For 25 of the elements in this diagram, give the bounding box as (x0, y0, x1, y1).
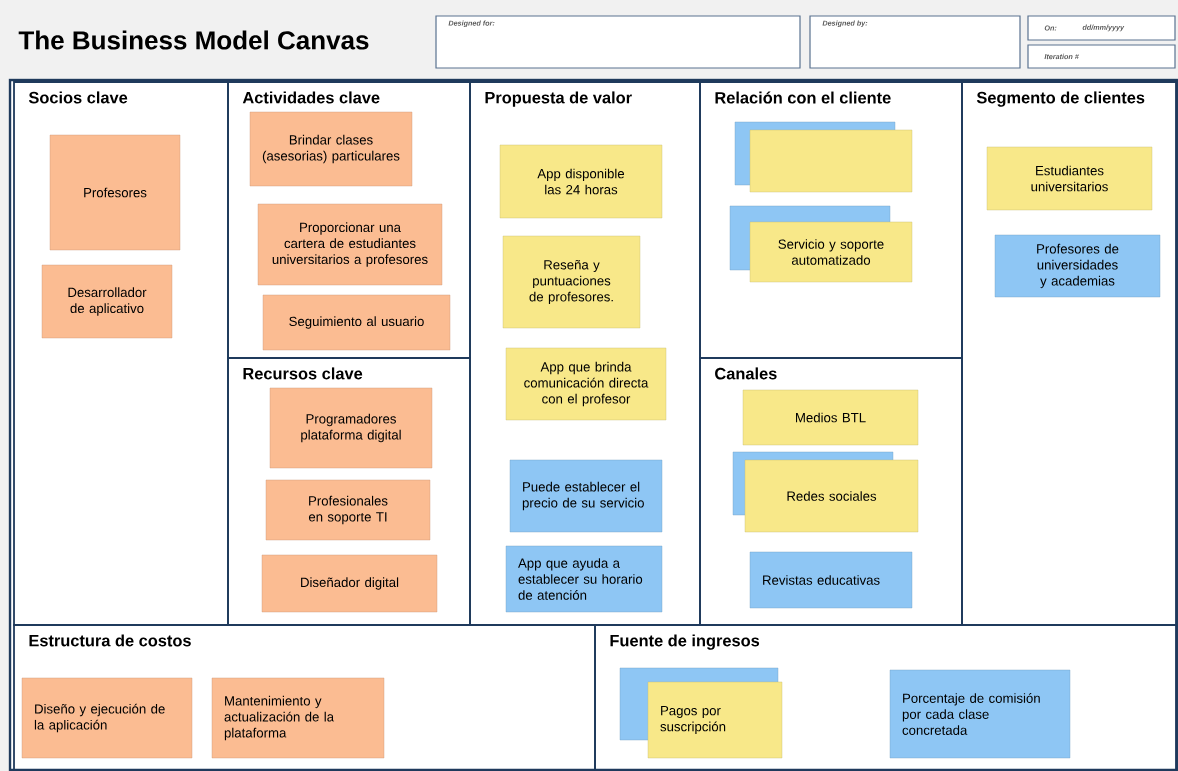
sticky-note: Estudiantes universitarios (986, 146, 1153, 211)
sticky-note: Revistas educativas (749, 551, 913, 609)
sticky-note: Proporcionar una cartera de estudiantes universitarios a profesores (257, 203, 443, 286)
sticky-note: Profesores (49, 134, 181, 251)
sticky-note: App disponible las 24 horas (499, 144, 663, 219)
sticky-note: Brindar clases (asesorias) particulares (249, 111, 413, 187)
sticky-note: Programadores plataforma digital (269, 387, 433, 469)
sticky-note: Mantenimiento y actualización de la plataforma (211, 677, 385, 759)
sticky-note: App que brinda comunicación directa con el profesor (505, 347, 667, 421)
sticky-note (734, 121, 913, 193)
sticky-note: Seguimiento al usuario (262, 294, 451, 351)
sticky-note: App que ayuda a establecer su horario de atención (505, 545, 663, 613)
sticky-note: Desarrollador de aplicativo (41, 264, 173, 339)
sticky-note: Reseña y puntuaciones de profesores. (502, 235, 641, 329)
sticky-note: Servicio y soporte automatizado (729, 205, 913, 283)
sticky-note: Medios BTL (742, 389, 919, 446)
sticky-note: Diseñador digital (261, 554, 438, 613)
sticky-note: Porcentaje de comisión por cada clase concretada (889, 669, 1071, 759)
sticky-note: Puede establecer el precio de su servicio (509, 459, 663, 533)
sticky-note: Pagos por suscripción (619, 667, 783, 759)
title: The Business Model Canvas (18, 30, 369, 50)
sticky-note: Redes sociales (732, 451, 919, 533)
sticky-note: Profesores de universidades y academias (994, 234, 1161, 298)
sticky-note: Profesionales en soporte TI (265, 479, 431, 541)
sticky-note: Diseño y ejecución de la aplicación (21, 677, 193, 759)
